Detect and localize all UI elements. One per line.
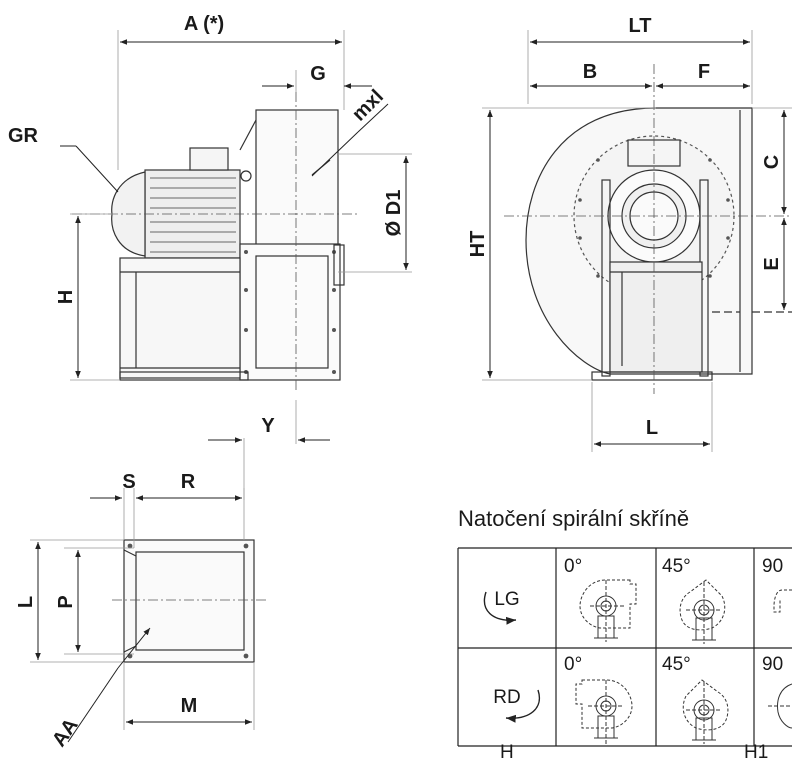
fan-pictogram-lg-90	[773, 589, 792, 613]
rotation-angle-rd-90: 90	[762, 654, 783, 675]
bottom-label-h1: H1	[744, 742, 768, 758]
dim-label-c: C	[761, 155, 783, 169]
fan-pictogram-rd-45	[682, 679, 729, 744]
dim-label-r: R	[181, 471, 196, 493]
dim-label-y: Y	[261, 415, 275, 437]
dim-label-s: S	[122, 471, 135, 493]
dim-label-m: M	[181, 695, 198, 717]
dim-label-a: A (*)	[184, 13, 224, 35]
dim-label-h: H	[55, 290, 77, 304]
dim-label-gr: GR	[8, 125, 39, 147]
dim-label-ht: HT	[467, 231, 489, 258]
fan-pictogram-lg-45	[679, 579, 726, 644]
dim-label-l-front: L	[646, 417, 658, 439]
fan-pictogram-lg-0	[579, 579, 637, 642]
base-frame	[119, 257, 241, 379]
fan-housing	[255, 109, 339, 246]
rotation-arrow-icon	[505, 689, 541, 723]
fan-pictogram-rd-90	[768, 683, 792, 729]
rotation-label-lg: LG	[494, 589, 519, 610]
inlet-view	[112, 539, 266, 663]
rotation-table	[457, 547, 792, 747]
dim-label-d1: Ø D1	[383, 190, 405, 237]
dim-label-l-inlet: L	[15, 596, 37, 608]
rotation-arrow-icon	[483, 591, 517, 625]
side-view	[72, 92, 360, 392]
bottom-label-h: H	[500, 742, 514, 758]
terminal-box	[189, 147, 229, 171]
dim-label-b: B	[583, 61, 597, 83]
rotation-label-rd: RD	[493, 687, 520, 708]
dim-label-p: P	[55, 595, 77, 608]
front-view	[504, 64, 792, 394]
dim-label-f: F	[698, 61, 710, 83]
rotation-angle-lg-90: 90	[762, 556, 783, 577]
inlet-flange	[123, 539, 255, 663]
rotation-angle-rd-0: 0°	[564, 654, 582, 675]
rotation-table-title: Natočení spirální skříně	[458, 506, 689, 531]
rotation-angle-lg-0: 0°	[564, 556, 582, 577]
dim-label-mxl: mxl	[348, 86, 388, 126]
dim-label-g: G	[310, 63, 326, 85]
dim-label-e: E	[761, 257, 783, 270]
rotation-angle-rd-45: 45°	[662, 654, 691, 675]
outlet-flange	[239, 243, 341, 381]
dim-label-lt: LT	[629, 15, 652, 37]
rotation-angle-lg-45: 45°	[662, 556, 691, 577]
fan-pictogram-rd-0	[575, 679, 633, 744]
dim-label-aa: AA	[48, 715, 83, 751]
